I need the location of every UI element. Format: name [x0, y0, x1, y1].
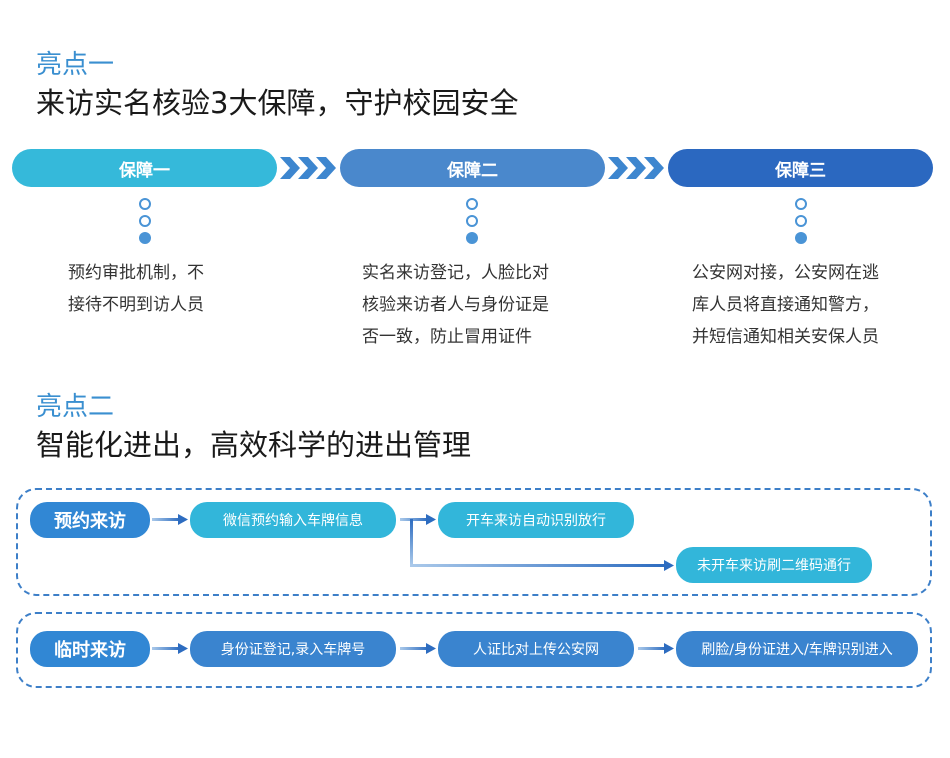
flow-arrow-icon [400, 643, 436, 654]
guarantee-1-label: 保障一 [119, 160, 170, 181]
flow2-step2: 人证比对上传公安网 [438, 631, 634, 667]
flow1-step1: 微信预约输入车牌信息 [190, 502, 396, 538]
highlight2-title: 智能化进出，高效科学的进出管理 [36, 428, 472, 462]
appointment-flow-box [16, 488, 932, 596]
flow2-step3: 刷脸/身份证进入/车牌识别进入 [676, 631, 918, 667]
guarantee-3-label: 保障三 [775, 160, 826, 181]
guarantee-3-description: 公安网对接，公安网在逃 库人员将直接通知警方， 并短信通知相关安保人员 [692, 263, 879, 347]
highlight1-label: 亮点一 [36, 50, 115, 80]
highlight1-title: 来访实名核验3大保障，守护校园安全 [36, 86, 519, 120]
flow-arrow-icon [400, 514, 436, 525]
flow-branch-arrow-icon [410, 519, 674, 571]
guarantee-1-pill: 保障一 [12, 149, 277, 187]
dot-connector-icon [465, 198, 479, 244]
chevron-arrows-icon [608, 157, 664, 179]
guarantee-3-pill: 保障三 [668, 149, 933, 187]
temporary-visit-head: 临时来访 [30, 631, 150, 667]
flow-arrow-icon [638, 643, 674, 654]
flow1-branch-drive: 开车来访自动识别放行 [438, 502, 634, 538]
appointment-visit-head: 预约来访 [30, 502, 150, 538]
guarantee-2-description: 实名来访登记，人脸比对 核验来访者人与身份证是 否一致，防止冒用证件 [362, 263, 549, 347]
flow1-branch-qr: 未开车来访刷二维码通行 [676, 547, 872, 583]
guarantee-2-pill: 保障二 [340, 149, 605, 187]
flow2-step1: 身份证登记,录入车牌号 [190, 631, 396, 667]
guarantee-1-description: 预约审批机制，不 接待不明到访人员 [68, 263, 204, 315]
temporary-flow-box [16, 612, 932, 688]
flow-arrow-icon [152, 643, 188, 654]
highlight2-label: 亮点二 [36, 392, 115, 422]
guarantee-2-label: 保障二 [447, 160, 498, 181]
flow-arrow-icon [152, 514, 188, 525]
chevron-arrows-icon [280, 157, 336, 179]
dot-connector-icon [138, 198, 152, 244]
dot-connector-icon [794, 198, 808, 244]
